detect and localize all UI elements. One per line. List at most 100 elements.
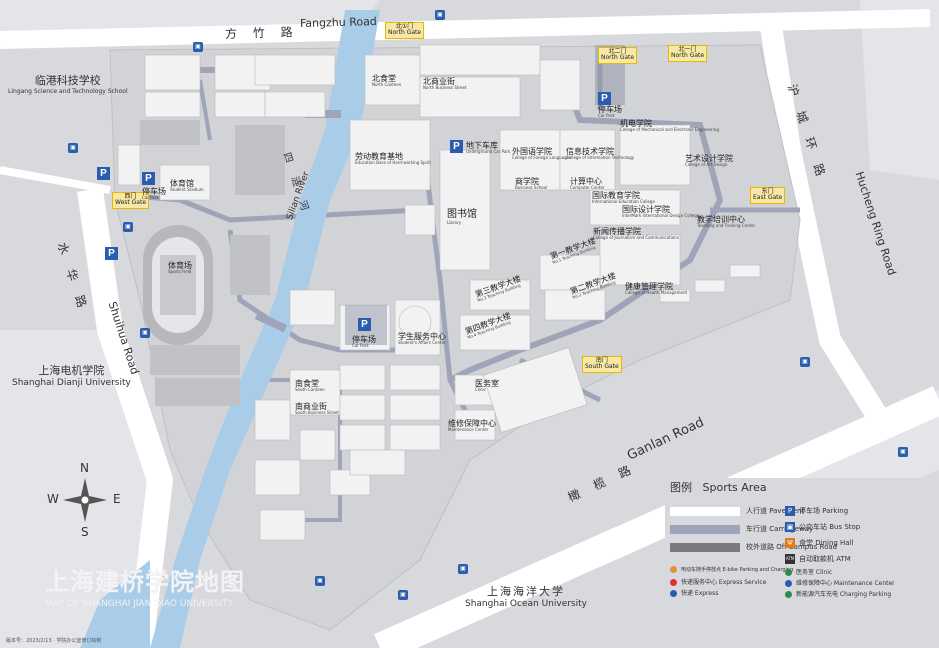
bldg-south-canteen-en: South Canteen <box>295 387 325 393</box>
neighbor-ocean-cn: 上海海洋大学 <box>486 585 565 598</box>
bldg-journalism-en: College of Journalism and Communications <box>593 235 679 241</box>
bldg-south-business-en: South Business Street <box>295 410 339 416</box>
legend-bus: ▣公交车站 Bus Stop <box>785 522 861 532</box>
west-gate-cn: 西门 <box>124 193 137 200</box>
bldg-stadium-en: Student Stadium <box>170 187 204 193</box>
offcampus-roads <box>0 9 939 648</box>
legend-title-cn: 图例 <box>670 481 692 494</box>
bldg-clinic-en: Clinic <box>475 387 486 393</box>
parking-north-cn: 停车场 <box>598 105 622 114</box>
bldg-info-tech-cn: 信息技术学院 <box>566 147 614 156</box>
compass-n: N <box>80 461 89 475</box>
parking-west-en: Car Park <box>142 195 159 201</box>
parking-north-en: Car Park <box>598 113 615 119</box>
bldg-art-design-en: College of Art Design <box>685 162 728 168</box>
bldg-training-center-cn: 教学培训中心 <box>697 215 745 224</box>
bldg-south-canteen-cn: 南食堂 <box>295 379 319 388</box>
neighbor-dianji-cn: 上海电机学院 <box>38 364 105 377</box>
map-title-cn: 上海建桥学院地图 <box>45 568 245 596</box>
legend-express2: 快递 Express <box>670 588 718 597</box>
parking-icon: P <box>358 318 371 331</box>
bldg-journalism-cn: 新闻传播学院 <box>593 227 641 236</box>
east-gate-cn: 东门 <box>761 188 774 195</box>
bus-stop-icon: ▣ <box>140 328 150 338</box>
legend-ebike-text: 电动车随手停放点 E-bike Parking and Charging <box>681 567 794 573</box>
bldg-maintenance-en: Maintenance Center <box>448 427 489 433</box>
neighbor-dianji: 上海电机学院 Shanghai Dianji University <box>12 362 131 388</box>
neighbor-lingang-en: Lingang Science and Technology School <box>8 88 128 95</box>
parking-center-en: Car Park <box>352 343 369 349</box>
legend-carriageway-text: 车行道 Carriageway <box>746 525 814 533</box>
legend-charging-text: 新能源汽车充电 Charging Parking <box>796 591 892 598</box>
bldg-north-business-cn: 北商业街 <box>423 77 455 86</box>
legend-charging: 新能源汽车充电 Charging Parking <box>785 589 891 598</box>
bldg-foreign-lang-cn: 外国语学院 <box>512 147 552 156</box>
neighbor-ocean: 上海海洋大学 Shanghai Ocean University <box>465 583 587 609</box>
bldg-north-canteen-en: North Canteen <box>372 82 402 88</box>
fangzhu-road-cn: 方 竹 路 <box>224 25 299 41</box>
parking-center-cn: 停车场 <box>352 335 376 344</box>
bldg-labor-base-en: Education Base of Hard-working Spirit <box>355 160 431 166</box>
compass-e: E <box>113 492 121 506</box>
north-gate-2-cn: 北二门 <box>608 48 627 55</box>
legend-atm-text: 自动取款机 ATM <box>799 555 851 563</box>
bldg-library-cn: 图书馆 <box>447 209 477 220</box>
compass-s: S <box>81 525 89 539</box>
fangzhu-road-en: Fangzhu Road <box>299 14 377 31</box>
legend-pavement: 人行道 Pavement <box>670 506 804 516</box>
bldg-library-en: Library <box>447 219 461 225</box>
north-gate-2-en: North Gate <box>601 54 635 62</box>
parking-icon: P <box>97 167 110 180</box>
neighbor-ocean-en: Shanghai Ocean University <box>465 599 587 609</box>
legend-carriageway: 车行道 Carriageway <box>670 524 813 534</box>
bldg-health-mgmt-en: College of Health Management <box>625 290 688 296</box>
bldg-north-canteen-cn: 北食堂 <box>372 74 396 83</box>
bldg-intl-design-cn: 国际设计学院 <box>622 205 670 214</box>
footer-version: 版本号：2023/2/13 · 学院办公室修订绘制 <box>6 638 102 644</box>
bldg-sports-field-cn: 体育场 <box>168 261 192 270</box>
parking-icon: P <box>450 140 463 153</box>
bldg-north-business-en: North Business Street <box>423 85 467 91</box>
bldg-art-design-cn: 艺术设计学院 <box>685 154 733 163</box>
bldg-labor-base-cn: 劳动教育基地 <box>355 152 403 161</box>
north-gate-1-en: North Gate <box>388 29 422 37</box>
bus-stop-icon: ▣ <box>315 576 325 586</box>
bldg-business-school-cn: 商学院 <box>515 177 539 186</box>
neighbor-lingang: 临港科技学校 Lingang Science and Technology Sc… <box>8 72 128 95</box>
